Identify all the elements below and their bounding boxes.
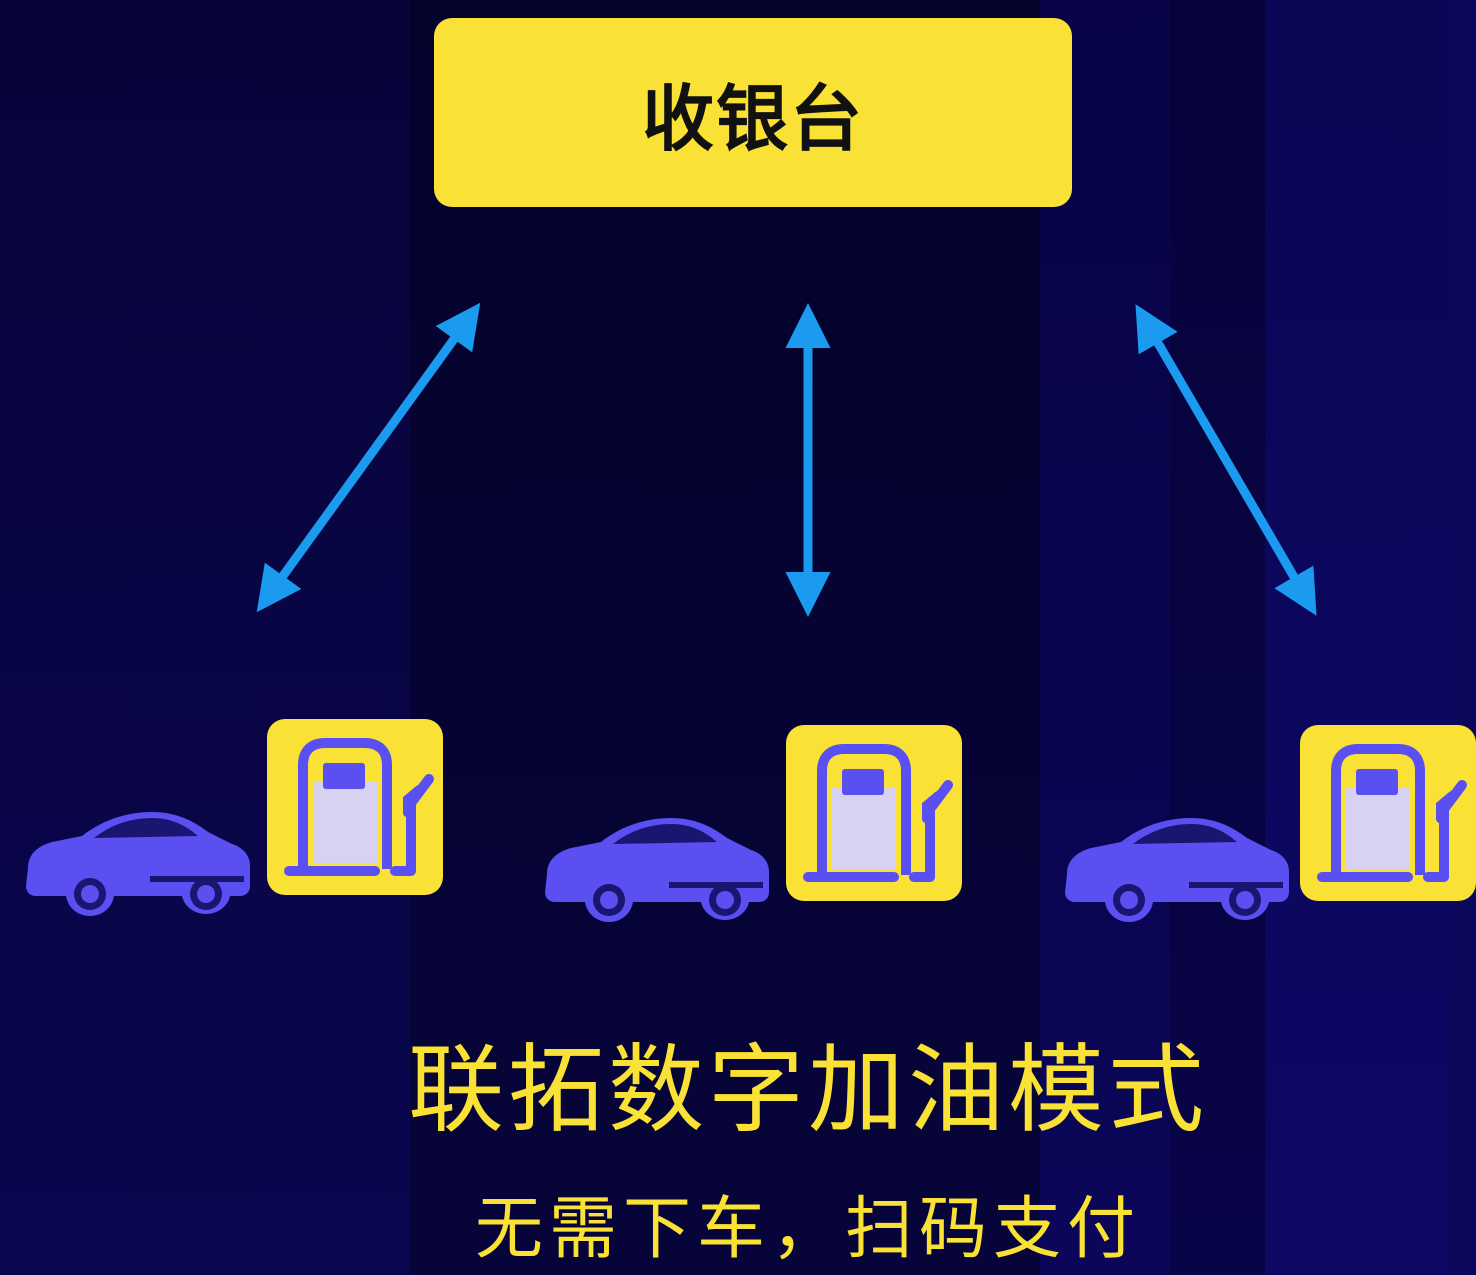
diagram-subtitle: 无需下车，扫码支付 <box>474 1190 1141 1269</box>
fuel-pump-icon <box>803 744 953 882</box>
arrow-left <box>256 302 481 613</box>
car-icon <box>545 818 769 922</box>
background-band <box>410 0 1040 1275</box>
background-band <box>0 0 410 1275</box>
background-band <box>1450 0 1476 1275</box>
fuel-pump-box <box>786 725 962 901</box>
arrow-right <box>1135 304 1317 616</box>
background-band <box>1265 0 1450 1275</box>
fuel-pump-icon <box>1317 744 1467 882</box>
cashier-box: 收银台 <box>434 18 1072 207</box>
background-band <box>1040 0 1170 1275</box>
car-icon <box>26 812 250 916</box>
car-icon <box>1065 818 1289 922</box>
cashier-label: 收银台 <box>641 77 864 161</box>
fuel-pump-box <box>267 719 443 895</box>
fuel-pump-box <box>1300 725 1476 901</box>
fuel-pump-icon <box>284 738 434 876</box>
diagram-title: 联拓数字加油模式 <box>408 1034 1208 1146</box>
background-band <box>1170 0 1265 1275</box>
